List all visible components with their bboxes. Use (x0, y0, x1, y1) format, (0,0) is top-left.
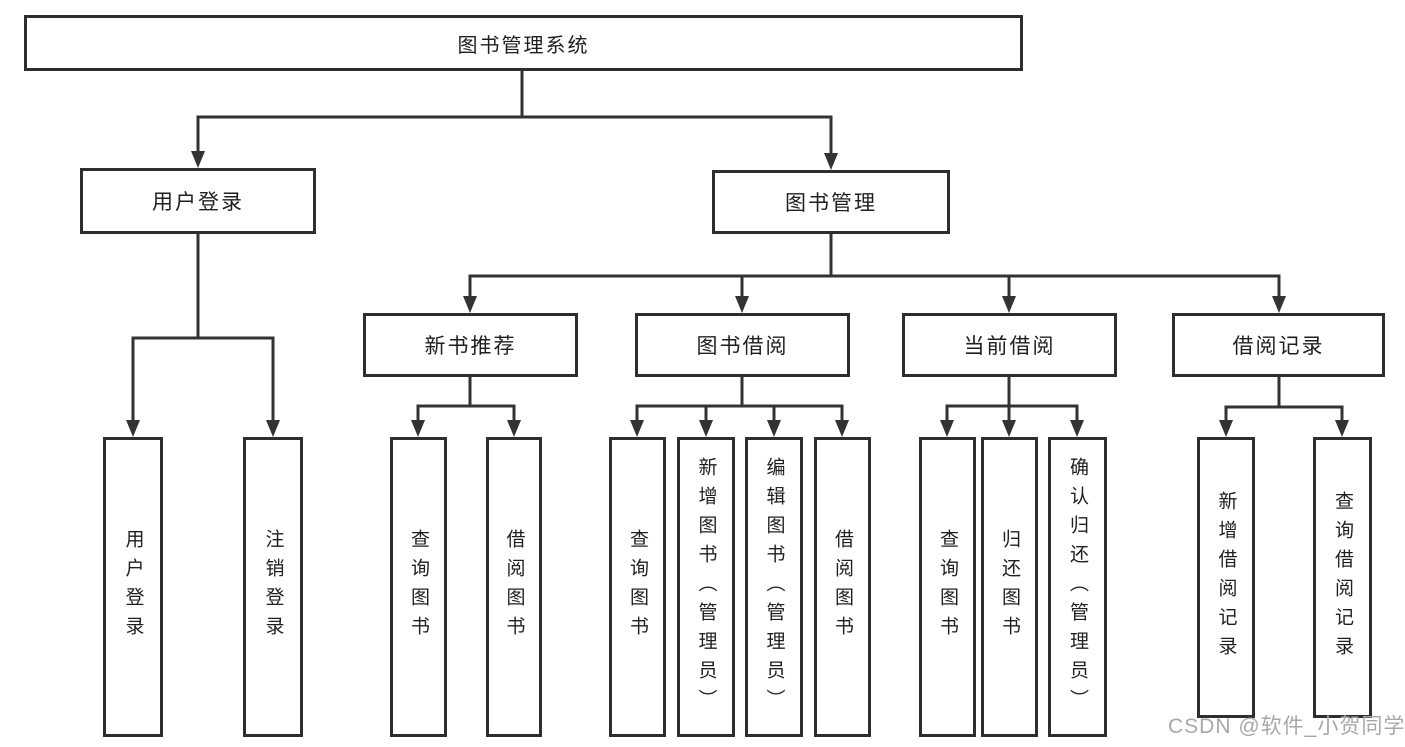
connector-book-borrowing-branch (635, 377, 844, 422)
node-new-book-recommendation: 新书推荐 (363, 313, 578, 377)
node-leaf-confirm-return-admin: 确认归还（管理员） (1048, 437, 1107, 737)
node-current-borrowing: 当前借阅 (902, 313, 1117, 377)
node-leaf-logout-login: 注销登录 (243, 437, 303, 737)
node-leaf-borrow-books-recommend: 借阅图书 (486, 437, 542, 737)
node-leaf-search-books-borrowing: 查询图书 (609, 437, 666, 737)
node-library-management-system: 图书管理系统 (24, 15, 1023, 71)
node-user-login: 用户登录 (80, 168, 316, 234)
node-leaf-add-books-admin: 新增图书（管理员） (677, 437, 735, 737)
node-leaf-search-borrow-record: 查询借阅记录 (1313, 437, 1372, 718)
node-leaf-search-books-recommend: 查询图书 (390, 437, 447, 737)
node-book-management: 图书管理 (712, 170, 950, 234)
connector-user-login-branch (131, 234, 275, 422)
node-leaf-user-login: 用户登录 (103, 437, 163, 737)
node-leaf-return-books: 归还图书 (981, 437, 1038, 737)
connector-borrowing-records-branch (1224, 377, 1344, 422)
node-book-borrowing: 图书借阅 (635, 313, 850, 377)
node-leaf-add-borrow-record: 新增借阅记录 (1197, 437, 1255, 718)
node-leaf-edit-books-admin: 编辑图书（管理员） (745, 437, 803, 737)
connector-new-book-branch (416, 377, 516, 422)
connector-root-branch (196, 71, 833, 155)
node-leaf-borrow-books-borrowing: 借阅图书 (814, 437, 871, 737)
connector-current-borrowing-branch (945, 377, 1079, 422)
node-borrowing-records: 借阅记录 (1172, 313, 1385, 377)
connector-book-management-branch (468, 234, 1281, 298)
arrowheads (126, 151, 1349, 437)
node-leaf-search-books-current: 查询图书 (919, 437, 976, 737)
csdn-watermark: CSDN @软件_小贺同学 (1168, 715, 1405, 738)
